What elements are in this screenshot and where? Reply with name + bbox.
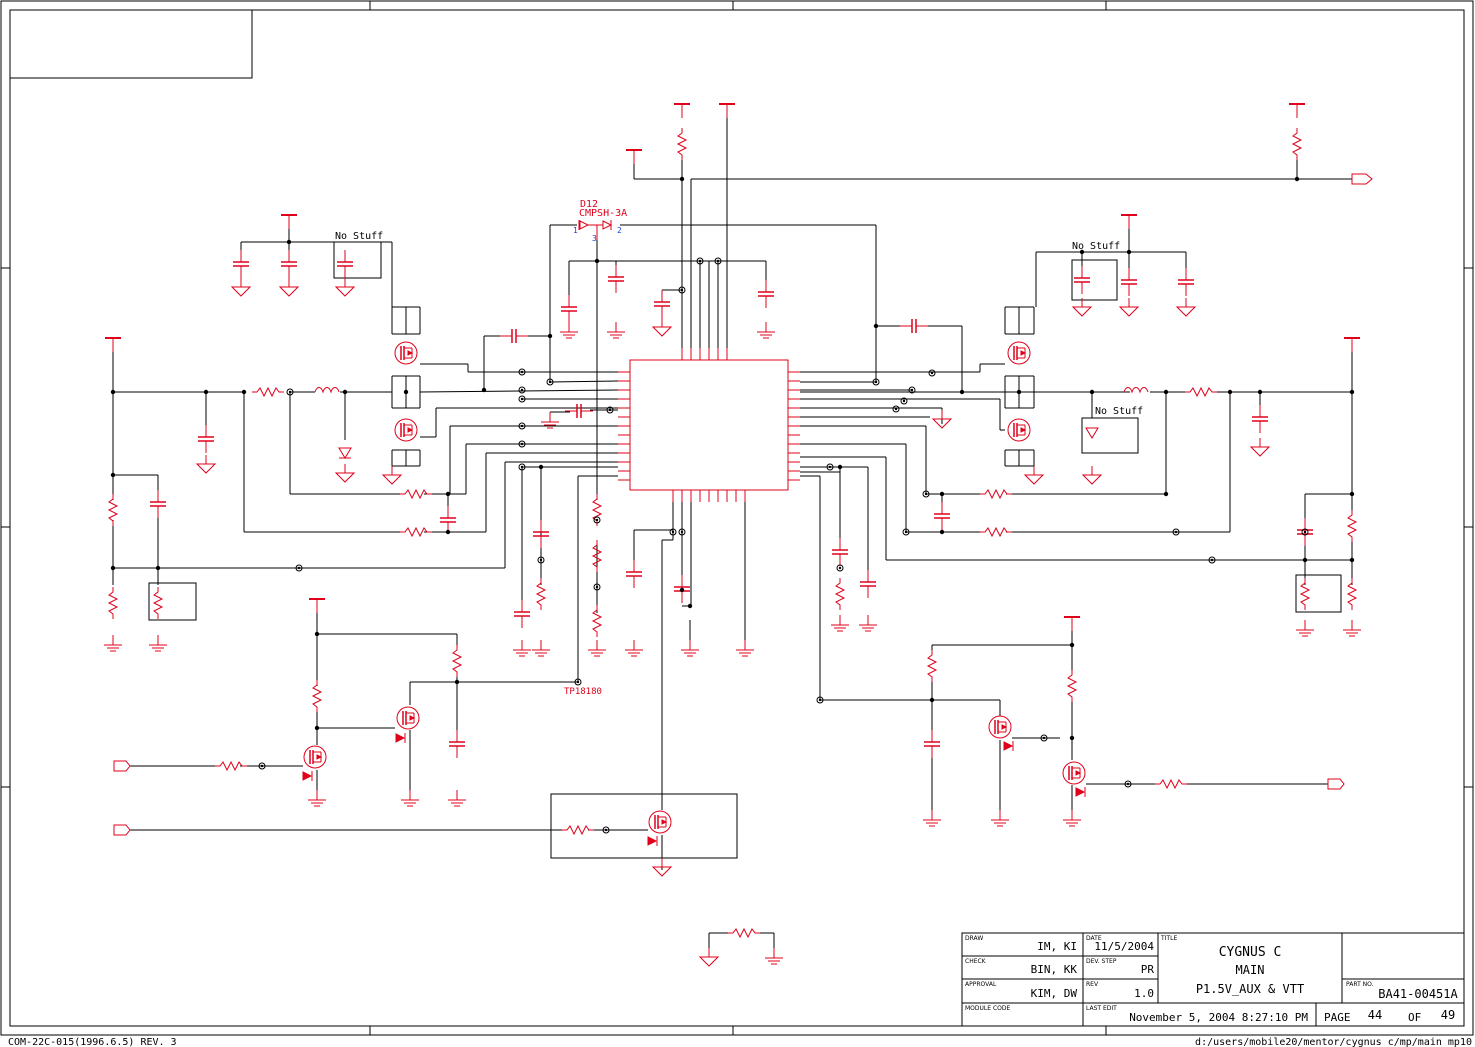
approval-value: KIM, DW	[1031, 987, 1078, 1000]
diode-pin2-label: 2	[617, 226, 622, 235]
wires	[112, 112, 1353, 955]
of-value: 49	[1441, 1008, 1455, 1022]
no-stuff-box-left-bottom	[148, 582, 197, 621]
title-line-1: CYGNUS C	[1219, 945, 1282, 960]
check-label: CHECK	[965, 958, 987, 965]
rev-value: 1.0	[1134, 987, 1154, 1000]
no-stuff-box-2	[1071, 259, 1118, 301]
no-stuff-label-3: No Stuff	[1095, 406, 1143, 417]
check-value: BIN, KK	[1031, 963, 1078, 976]
diode-part-label: CMPSH-3A	[579, 208, 627, 219]
partno-label: PART NO.	[1346, 981, 1374, 988]
date-label: DATE	[1086, 935, 1102, 942]
devstep-label: DEV. STEP	[1086, 958, 1117, 965]
approval-label: APPROVAL	[965, 981, 997, 988]
module-code-label: MODULE CODE	[965, 1005, 1010, 1012]
draw-label: DRAW	[965, 935, 983, 942]
page-value: 44	[1368, 1008, 1382, 1022]
diode-pin3-label: 3	[592, 234, 597, 243]
fet-block-box	[550, 793, 738, 859]
no-stuff-box-1	[333, 241, 382, 279]
diode-pin1-label: 1	[573, 226, 578, 235]
draw-value: IM, KI	[1037, 940, 1077, 953]
controller-ic	[618, 348, 800, 502]
title-line-3: P1.5V_AUX & VTT	[1196, 982, 1304, 996]
footer-form-id: COM-22C-015(1996.6.5) REV. 3	[8, 1037, 177, 1047]
page-label: PAGE	[1324, 1011, 1351, 1024]
footer: COM-22C-015(1996.6.5) REV. 3 d:/users/mo…	[8, 1037, 1472, 1047]
diode-ref-label: D12	[580, 199, 598, 210]
footer-file-path: d:/users/mobile20/mentor/cygnus_c/mp/mai…	[1195, 1037, 1472, 1047]
testpoint-label: TP18180	[564, 687, 602, 697]
annotations: No Stuff No Stuff No Stuff D12 CMPSH-3A …	[335, 199, 1143, 697]
of-label: OF	[1408, 1011, 1421, 1024]
title-line-2: MAIN	[1236, 963, 1265, 977]
rev-label: REV	[1086, 981, 1099, 988]
no-stuff-box-3	[1081, 417, 1139, 454]
title-label: TITLE	[1160, 935, 1177, 942]
last-edit-label: LAST EDIT	[1086, 1005, 1117, 1012]
title-block: DRAW IM, KI DATE 11/5/2004 TITLE CYGNUS …	[961, 932, 1465, 1027]
date-value: 11/5/2004	[1094, 940, 1154, 953]
devstep-value: PR	[1141, 963, 1155, 976]
partno-value: BA41-00451A	[1378, 987, 1458, 1001]
no-stuff-label-1: No Stuff	[335, 231, 383, 242]
no-stuff-box-right-bottom	[1295, 574, 1342, 613]
last-edit-value: November 5, 2004 8:27:10 PM	[1129, 1011, 1308, 1024]
components	[103, 103, 1373, 967]
junctions	[110, 176, 1355, 834]
no-stuff-label-2: No Stuff	[1072, 241, 1120, 252]
revision-box	[9, 9, 253, 79]
